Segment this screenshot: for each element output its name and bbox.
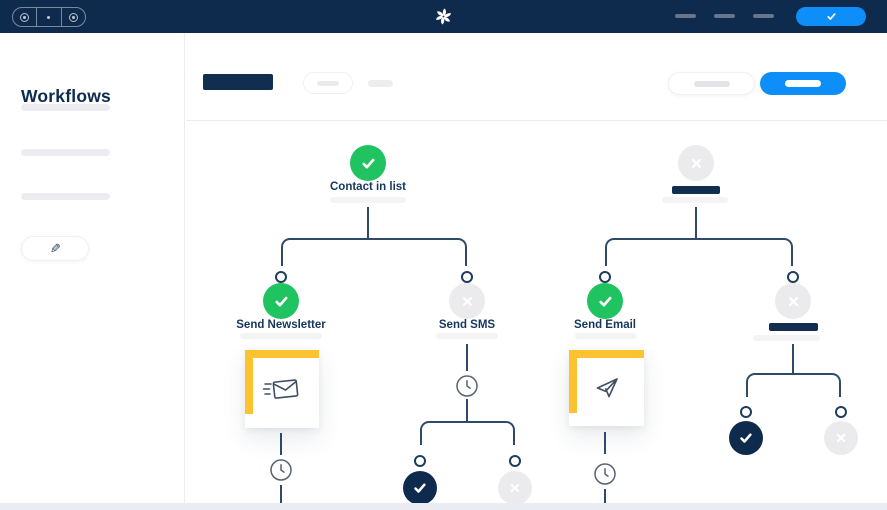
branch-connector xyxy=(420,421,515,445)
edit-button[interactable]: ✎ xyxy=(21,236,89,261)
check-icon xyxy=(598,296,611,307)
page-title-placeholder xyxy=(203,74,273,90)
header-text-placeholder xyxy=(368,80,393,87)
node-sms-branch-yes[interactable] xyxy=(403,471,437,505)
sidebar-item-placeholder-1[interactable] xyxy=(21,104,110,111)
window-controls[interactable] xyxy=(12,7,86,27)
branch-point[interactable] xyxy=(599,271,611,283)
label-placeholder-bar xyxy=(436,333,498,339)
header-divider xyxy=(186,120,887,121)
connector-line xyxy=(280,433,282,455)
email-action-card[interactable] xyxy=(569,350,644,426)
node-send-email[interactable] xyxy=(587,283,623,319)
card-accent xyxy=(245,350,253,414)
swirl-logo-icon xyxy=(433,6,454,27)
check-icon xyxy=(274,296,287,307)
branch-point[interactable] xyxy=(275,271,287,283)
branch-connector xyxy=(605,238,793,266)
x-icon xyxy=(510,483,520,493)
label-placeholder-bar xyxy=(662,197,728,203)
paper-plane-icon xyxy=(596,378,618,398)
branch-point[interactable] xyxy=(414,455,426,467)
node-right-branch-yes[interactable] xyxy=(729,421,763,455)
node-contact-in-list[interactable] xyxy=(350,145,386,181)
label-placeholder-bar xyxy=(575,333,637,339)
home-icon xyxy=(47,15,51,19)
card-accent xyxy=(245,350,319,358)
connector-line xyxy=(792,344,794,373)
x-icon xyxy=(788,296,798,306)
branch-point[interactable] xyxy=(835,406,847,418)
delay-clock-icon[interactable] xyxy=(593,462,617,491)
branch-point[interactable] xyxy=(509,455,521,467)
node-right-branch-no[interactable] xyxy=(824,421,858,455)
label-placeholder-bar xyxy=(753,335,820,341)
check-icon xyxy=(414,483,426,493)
pencil-icon: ✎ xyxy=(49,241,61,256)
node-label-placeholder xyxy=(769,323,818,331)
top-bar xyxy=(0,0,887,33)
newsletter-action-card[interactable] xyxy=(245,350,319,428)
x-icon xyxy=(836,433,846,443)
x-icon xyxy=(691,158,701,168)
check-icon xyxy=(361,158,374,169)
sidebar-title: Workflows xyxy=(21,86,111,106)
secondary-button[interactable] xyxy=(668,72,755,95)
node-label-placeholder xyxy=(672,186,720,194)
connector-line xyxy=(280,485,282,507)
delay-clock-icon[interactable] xyxy=(269,458,293,487)
node-label: Contact in list xyxy=(329,181,407,193)
card-accent xyxy=(569,350,577,413)
home-button[interactable] xyxy=(36,8,60,26)
forward-button[interactable] xyxy=(60,8,85,26)
node-send-newsletter[interactable] xyxy=(263,283,299,319)
connector-line xyxy=(367,207,369,238)
topbar-confirm-button[interactable] xyxy=(796,7,866,26)
connector-line xyxy=(466,344,468,371)
topbar-menu-placeholder-2[interactable] xyxy=(714,14,735,18)
node-sms-branch-no[interactable] xyxy=(498,471,532,505)
x-icon xyxy=(462,296,472,306)
primary-button[interactable] xyxy=(760,72,846,95)
topbar-menu-placeholder-1[interactable] xyxy=(675,14,696,18)
connector-line xyxy=(604,432,606,454)
topbar-menu-placeholder-3[interactable] xyxy=(753,14,774,18)
node-right-root[interactable] xyxy=(678,145,714,181)
check-icon xyxy=(740,433,752,443)
label-placeholder-bar xyxy=(330,197,406,203)
branch-point[interactable] xyxy=(787,271,799,283)
node-label: Send Newsletter xyxy=(236,319,326,331)
back-icon xyxy=(20,12,30,22)
label-placeholder-bar xyxy=(240,333,322,339)
node-label: Send Email xyxy=(574,319,636,331)
connector-line xyxy=(695,207,697,238)
email-send-icon xyxy=(262,379,299,399)
sidebar: Workflows ✎ xyxy=(0,33,185,503)
node-right-branch[interactable] xyxy=(775,283,811,319)
connector-line xyxy=(466,399,468,421)
branch-point[interactable] xyxy=(740,406,752,418)
connector-line xyxy=(604,489,606,507)
sidebar-item-placeholder-2[interactable] xyxy=(21,149,110,156)
sidebar-item-placeholder-3[interactable] xyxy=(21,193,110,200)
branch-point[interactable] xyxy=(461,271,473,283)
card-accent xyxy=(569,350,644,358)
bottom-strip xyxy=(0,503,887,510)
node-label: Send SMS xyxy=(438,319,496,331)
branch-connector xyxy=(281,238,467,266)
back-button[interactable] xyxy=(13,8,36,26)
forward-icon xyxy=(68,12,78,22)
node-send-sms[interactable] xyxy=(449,283,485,319)
filter-pill-placeholder[interactable] xyxy=(303,72,353,94)
check-icon xyxy=(826,13,836,20)
delay-clock-icon[interactable] xyxy=(455,374,479,403)
branch-connector xyxy=(746,373,841,397)
